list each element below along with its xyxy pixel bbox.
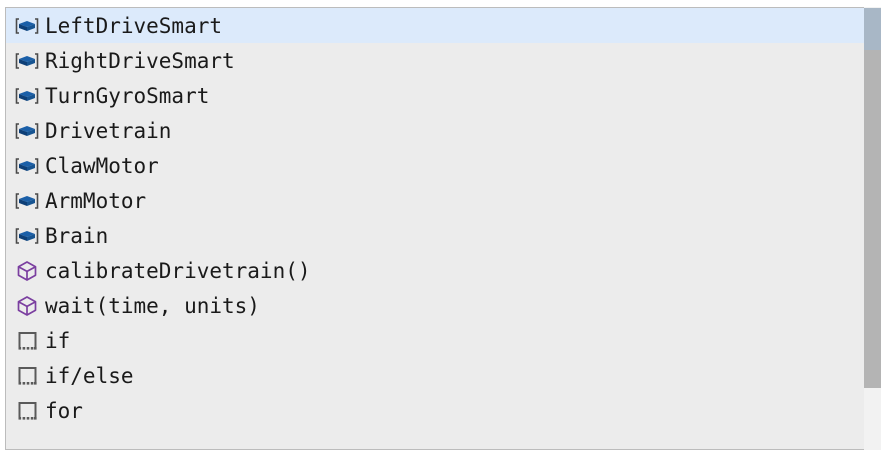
suggestion-label: ClawMotor [45,153,159,178]
suggestion-label: Drivetrain [45,118,172,143]
suggestion-label: LeftDriveSmart [45,13,223,38]
device-block-icon [15,84,39,108]
suggestion-label: calibrateDrivetrain() [45,258,311,283]
device-block-icon [15,119,39,143]
device-block-icon [15,224,39,248]
device-block-icon [15,154,39,178]
device-block-icon [15,189,39,213]
suggestion-row[interactable]: ClawMotor [6,148,864,183]
function-cube-icon [15,259,39,283]
control-block-icon [15,329,39,353]
vertical-scrollbar-thumb[interactable] [864,8,881,388]
control-block-icon [15,399,39,423]
suggestion-label: for [45,398,83,423]
suggestion-label: ArmMotor [45,188,147,213]
suggestion-label: if/else [45,363,134,388]
suggestion-row[interactable]: RightDriveSmart [6,43,864,78]
vertical-scrollbar-thumb-highlight[interactable] [864,8,881,50]
suggestion-row[interactable]: if/else [6,358,864,393]
suggestion-row[interactable]: Drivetrain [6,113,864,148]
suggestion-row[interactable]: TurnGyroSmart [6,78,864,113]
device-block-icon [15,14,39,38]
suggestion-label: wait(time, units) [45,293,260,318]
control-block-icon [15,364,39,388]
suggestion-label: RightDriveSmart [45,48,235,73]
suggestion-row[interactable]: ArmMotor [6,183,864,218]
suggestion-label: TurnGyroSmart [45,83,210,108]
suggestion-row-selected[interactable]: LeftDriveSmart [6,8,864,43]
device-block-icon [15,49,39,73]
suggestion-label: if [45,328,71,353]
suggestion-row[interactable]: Brain [6,218,864,253]
suggestion-row[interactable]: calibrateDrivetrain() [6,253,864,288]
suggestion-row[interactable]: if [6,323,864,358]
function-cube-icon [15,294,39,318]
suggestion-row[interactable]: wait(time, units) [6,288,864,323]
suggestion-label: Brain [45,223,109,248]
suggestion-row[interactable]: for [6,393,864,428]
